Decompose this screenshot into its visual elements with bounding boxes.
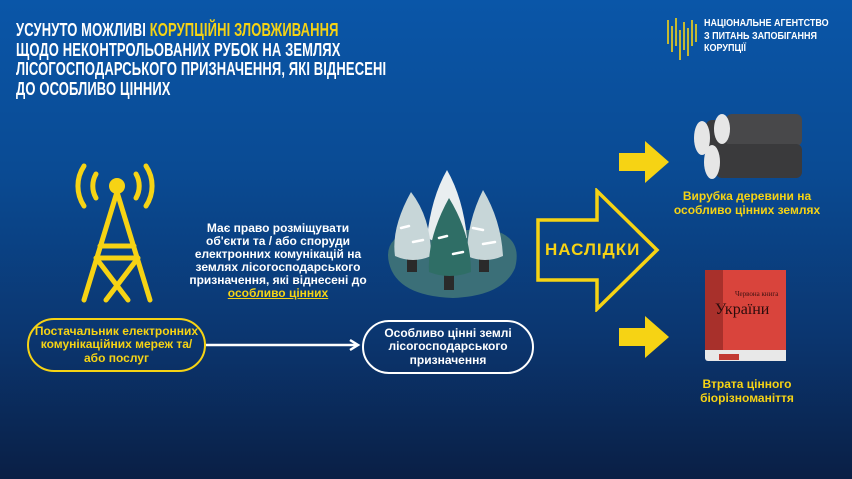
logo-line2: З ПИТАНЬ ЗАПОБІГАННЯ [704, 30, 817, 42]
result-biodiversity-caption: Втрата цінного біорізноманіття [700, 377, 794, 405]
rights-description: Має право розміщувати об'єкти та / або с… [188, 222, 368, 300]
nacp-logo-icon [667, 18, 697, 60]
title-line2: ЩОДО НЕКОНТРОЛЬОВАНИХ РУБОК НА ЗЕМЛЯХ [16, 39, 341, 60]
forest-trees-icon [388, 170, 517, 298]
logo-line3: КОРУПЦІЇ [704, 43, 747, 54]
rights-highlight: особливо цінних [227, 286, 329, 300]
logo-text: НАЦІОНАЛЬНЕ АГЕНТСТВО З ПИТАНЬ ЗАПОБІГАН… [704, 18, 829, 56]
title-line4: ДО ОСОБЛИВО ЦІННИХ [16, 78, 171, 99]
flow-arrow-icon [206, 338, 361, 352]
arrow-right-icon [619, 141, 669, 183]
arrow-right-icon [619, 316, 669, 358]
provider-pill: Постачальник електронних комунікаційних … [27, 318, 206, 372]
rights-text: Має право розміщувати об'єкти та / або с… [189, 221, 367, 287]
consequences-arrow-icon [536, 188, 660, 312]
lands-pill: Особливо цінні землі лісогосподарського … [362, 320, 534, 374]
consequences-label: НАСЛІДКИ [545, 240, 641, 259]
red-book-icon: Червона книга України [705, 270, 786, 363]
title-line3: ЛІСОГОСПОДАРСЬКОГО ПРИЗНАЧЕННЯ, ЯКІ ВІДН… [16, 59, 387, 79]
book-title-small: Червона книга [735, 290, 779, 298]
logs-icon [694, 114, 802, 179]
result-logging-caption: Вирубка деревини на особливо цінних земл… [673, 189, 821, 217]
title-highlight: КОРУПЦІЙНІ ЗЛОВЖИВАННЯ [149, 20, 339, 40]
page-title: УСУНУТО МОЖЛИВІ КОРУПЦІЙНІ ЗЛОВЖИВАННЯ Щ… [16, 20, 387, 99]
book-title-big: України [715, 301, 770, 318]
logo-line1: НАЦІОНАЛЬНЕ АГЕНТСТВО [704, 18, 829, 29]
title-part1: УСУНУТО МОЖЛИВІ [16, 20, 150, 40]
radio-tower-icon [75, 163, 155, 303]
